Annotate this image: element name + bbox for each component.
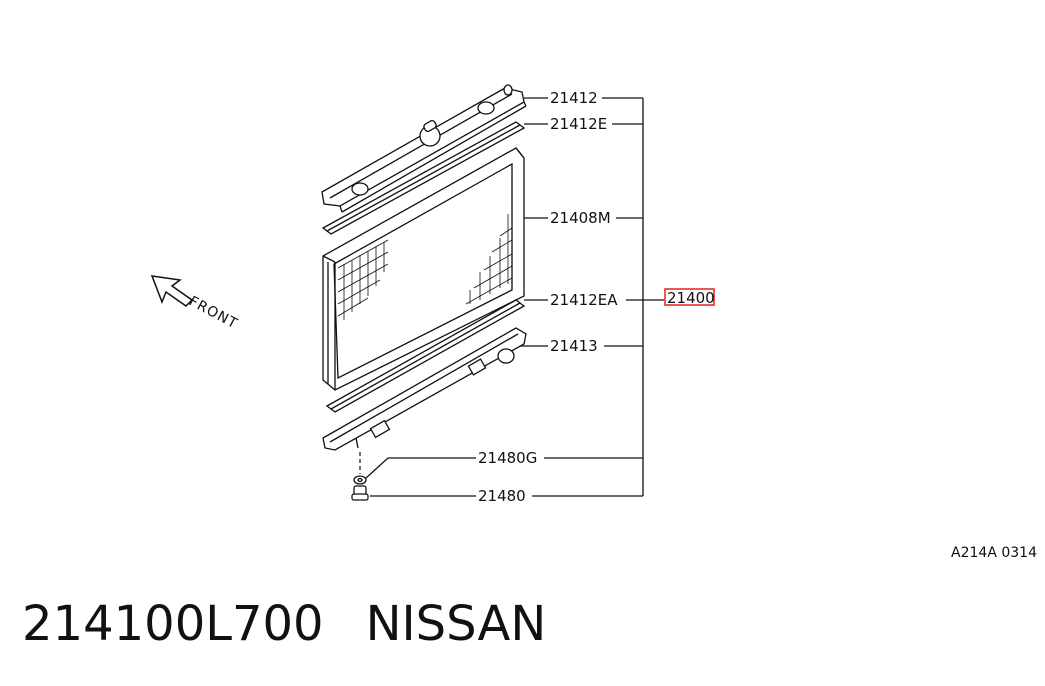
callout-21480: 21480 xyxy=(478,487,526,505)
radiator-exploded-diagram: FRONT xyxy=(150,84,715,505)
leader-lines xyxy=(365,97,664,497)
radiator-core xyxy=(322,147,525,391)
front-label: FRONT xyxy=(186,293,240,332)
brand-name: NISSAN xyxy=(365,596,547,652)
callout-21412ea: 21412EA xyxy=(550,291,618,309)
drain-plug xyxy=(351,485,369,501)
upper-tank xyxy=(321,84,527,213)
part-number: 214100L700 xyxy=(22,596,324,652)
front-arrow-icon xyxy=(150,275,194,307)
callout-21408m: 21408M xyxy=(550,209,611,227)
lower-tank xyxy=(322,327,527,451)
callout-21412: 21412 xyxy=(550,89,598,107)
callout-21480g: 21480G xyxy=(478,449,537,467)
part-title: 214100L700 NISSAN xyxy=(22,596,546,652)
lower-seal xyxy=(325,299,526,413)
callout-21400: 21400 xyxy=(667,289,715,307)
callout-21413: 21413 xyxy=(550,337,598,355)
drain-washer xyxy=(353,475,367,485)
assembly-highlight-box xyxy=(664,288,715,306)
callout-21412e: 21412E xyxy=(550,115,607,133)
upper-seal xyxy=(321,121,526,235)
diagram-reference-code: A214A 0314 xyxy=(951,545,1037,561)
